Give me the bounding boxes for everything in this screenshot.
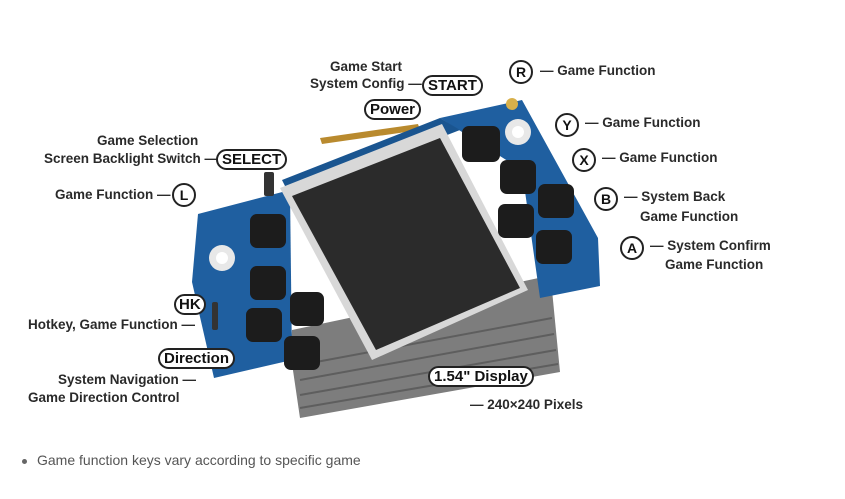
label-l-desc: Game Function — (55, 187, 171, 202)
label-screen-backlight: Screen Backlight Switch — (44, 151, 219, 166)
power-led-icon (506, 98, 518, 110)
badge-l: L (172, 183, 196, 207)
label-b-desc-1: — System Back (624, 189, 726, 204)
badge-x: X (572, 148, 596, 172)
x-key (498, 204, 534, 238)
label-direction-desc-1: System Navigation — (58, 372, 197, 387)
pill-select: SELECT (216, 149, 288, 170)
hk-switch (212, 302, 218, 330)
side-switch (264, 172, 274, 196)
left-buttons (246, 214, 324, 370)
pill-display: 1.54" Display (428, 366, 534, 387)
label-system-config: System Config — (310, 76, 422, 91)
dpad-left-key (246, 308, 282, 342)
select-key (250, 214, 286, 248)
footnote: Game function keys vary according to spe… (22, 452, 361, 468)
gold-header (320, 124, 420, 144)
badge-b: B (594, 187, 618, 211)
label-direction-desc-2: Game Direction Control (28, 390, 180, 405)
pill-direction: Direction (158, 348, 236, 369)
label-y-desc: — Game Function (585, 115, 701, 130)
badge-a: A (620, 236, 644, 260)
label-game-start: Game Start (330, 59, 403, 74)
dpad-down-key (284, 336, 320, 370)
label-display-desc: — 240×240 Pixels (470, 397, 583, 412)
mount-hole-right-inner (512, 126, 524, 138)
label-game-selection: Game Selection (97, 133, 199, 148)
right-buttons (462, 126, 574, 264)
pill-hk: HK (174, 294, 206, 315)
badge-y: Y (555, 113, 579, 137)
label-b-desc-2: Game Function (640, 209, 739, 224)
label-x-desc: — Game Function (602, 150, 718, 165)
label-a-desc-2: Game Function (665, 257, 764, 272)
label-a-desc-1: — System Confirm (650, 238, 771, 253)
start-key (462, 126, 500, 162)
b-key (538, 184, 574, 218)
a-key (536, 230, 572, 264)
pill-start: START (422, 75, 483, 96)
label-hk-desc: Hotkey, Game Function — (28, 317, 196, 332)
display-screen (292, 138, 520, 350)
pill-power: Power (364, 99, 422, 120)
label-r-desc: — Game Function (540, 63, 656, 78)
dpad-up-key (250, 266, 286, 300)
y-key (500, 160, 536, 194)
badge-r: R (509, 60, 533, 84)
dpad-right-key (290, 292, 324, 326)
mount-hole-left-inner (216, 252, 228, 264)
